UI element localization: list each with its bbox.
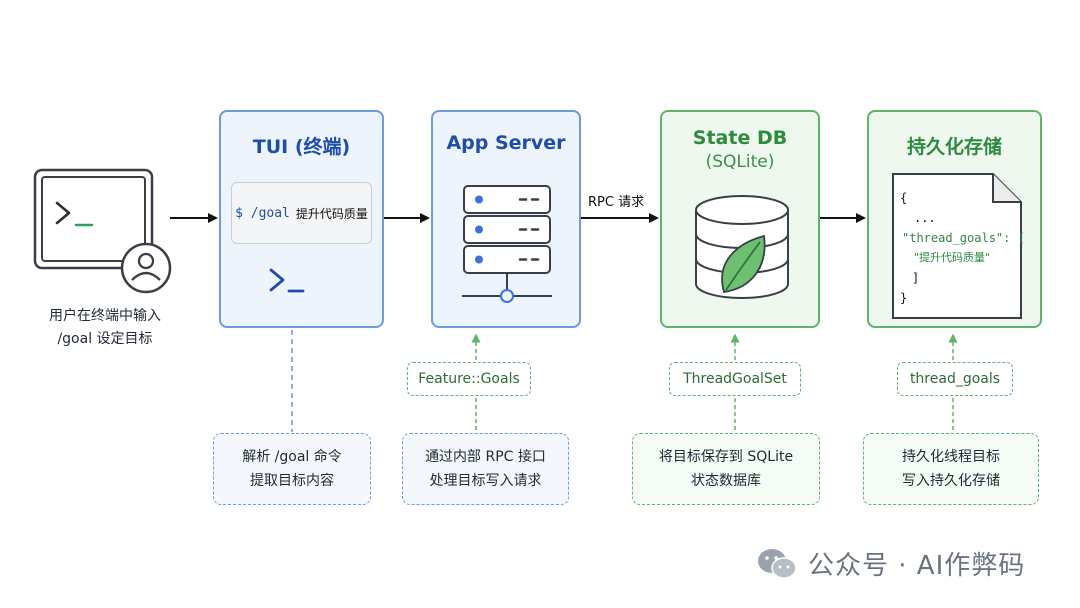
app-server-node: App Server	[431, 110, 581, 328]
app-server-title: App Server	[446, 132, 566, 154]
storage-note-line1: 持久化线程目标	[902, 449, 1000, 465]
json-line6: }	[900, 291, 908, 305]
tui-note: 解析 /goal 命令 提取目标内容	[213, 433, 371, 505]
storage-title: 持久化存储	[906, 136, 1002, 158]
state-db-note: 将目标保存到 SQLite 状态数据库	[632, 433, 820, 505]
document-icon	[892, 173, 1022, 319]
wechat-icon	[758, 548, 797, 579]
leaf-icon	[721, 234, 766, 294]
tui-command-text: 提升代码质量	[295, 206, 368, 221]
thread-goals-tag: thread_goals	[897, 362, 1013, 396]
tui-command-prompt: $ /goal	[235, 205, 290, 221]
json-line4: "提升代码质量"	[914, 251, 991, 264]
database-icon	[695, 195, 789, 299]
user-caption-line2: /goal 设定目标	[57, 331, 153, 347]
user-caption: 用户在终端中输入 /goal 设定目标	[20, 305, 190, 351]
watermark-text: 公众号 · AI作弊码	[808, 551, 1026, 581]
state-db-note-line1: 将目标保存到 SQLite	[658, 449, 794, 465]
app-server-note: 通过内部 RPC 接口 处理目标写入请求	[402, 433, 569, 505]
tui-note-line2: 提取目标内容	[250, 473, 334, 489]
state-db-note-line2: 状态数据库	[691, 473, 761, 489]
user-terminal-icon	[33, 168, 172, 294]
thread-goal-set-tag: ThreadGoalSet	[669, 362, 801, 396]
json-line3: "thread_goals": [	[902, 231, 1025, 245]
app-server-note-line1: 通过内部 RPC 接口	[425, 449, 546, 465]
server-rack-icon	[462, 185, 552, 303]
storage-note-line2: 写入持久化存储	[902, 473, 1000, 489]
feature-goals-tag: Feature::Goals	[407, 362, 531, 396]
watermark: 公众号 · AI作弊码	[756, 545, 1025, 582]
state-db-subtitle: (SQLite)	[705, 152, 775, 172]
tui-node: TUI (终端) $ /goal 提升代码质量	[219, 110, 384, 328]
tui-title: TUI (终端)	[252, 136, 351, 158]
state-db-node: State DB (SQLite)	[660, 110, 820, 328]
rpc-label: RPC 请求	[588, 195, 645, 210]
state-db-title-text: State DB	[692, 127, 788, 149]
json-line2: ...	[914, 211, 936, 225]
json-line5: ]	[912, 271, 920, 285]
app-server-note-line2: 处理目标写入请求	[429, 473, 542, 489]
user-caption-line1: 用户在终端中输入	[49, 308, 161, 324]
storage-note: 持久化线程目标 写入持久化存储	[863, 433, 1039, 505]
prompt-icon	[269, 268, 305, 293]
document-json: { ... "thread_goals": [ "提升代码质量" ] }	[900, 188, 1025, 308]
json-line1: {	[900, 191, 908, 205]
tui-note-line1: 解析 /goal 命令	[242, 449, 342, 465]
state-db-title: State DB (SQLite)	[662, 126, 818, 174]
storage-node: 持久化存储 { ... "thread_goals": [ "提升代码质量" ]…	[867, 110, 1042, 328]
tui-command-box: $ /goal 提升代码质量	[231, 182, 372, 244]
